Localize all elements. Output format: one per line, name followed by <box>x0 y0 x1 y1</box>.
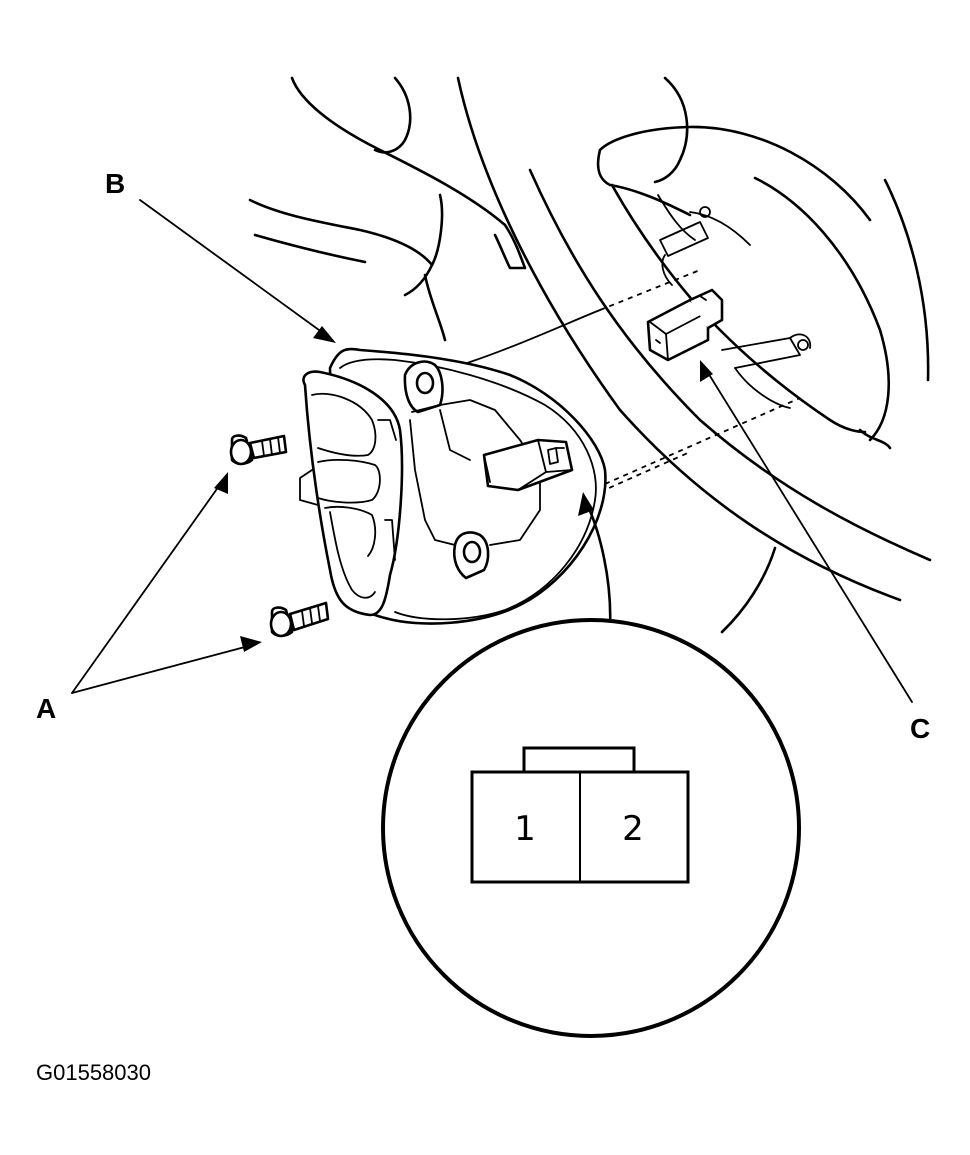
arrow-head-detail <box>578 492 594 516</box>
connector-lock-tab <box>522 746 636 774</box>
screw-upper <box>229 434 288 466</box>
connector-detail-view: 1 2 <box>381 618 801 1038</box>
steering-wheel-outline <box>248 76 932 634</box>
screws-a <box>229 434 330 638</box>
arrow-head-b <box>313 326 336 343</box>
pin-2-label: 2 <box>622 809 644 849</box>
callout-c: C <box>910 713 930 744</box>
harness-connector-c <box>646 288 724 362</box>
callout-b: B <box>105 168 125 199</box>
figure-code: G01558030 <box>36 1060 151 1085</box>
leader-arrows <box>71 199 913 703</box>
arrow-head-a-upper <box>214 472 228 494</box>
callout-a: A <box>36 693 56 724</box>
switch-assembly-b <box>299 347 607 625</box>
screw-lower <box>269 601 330 638</box>
arrow-head-c <box>700 360 713 382</box>
pin-1-label: 1 <box>514 809 536 849</box>
arrow-head-a-lower <box>240 636 262 652</box>
